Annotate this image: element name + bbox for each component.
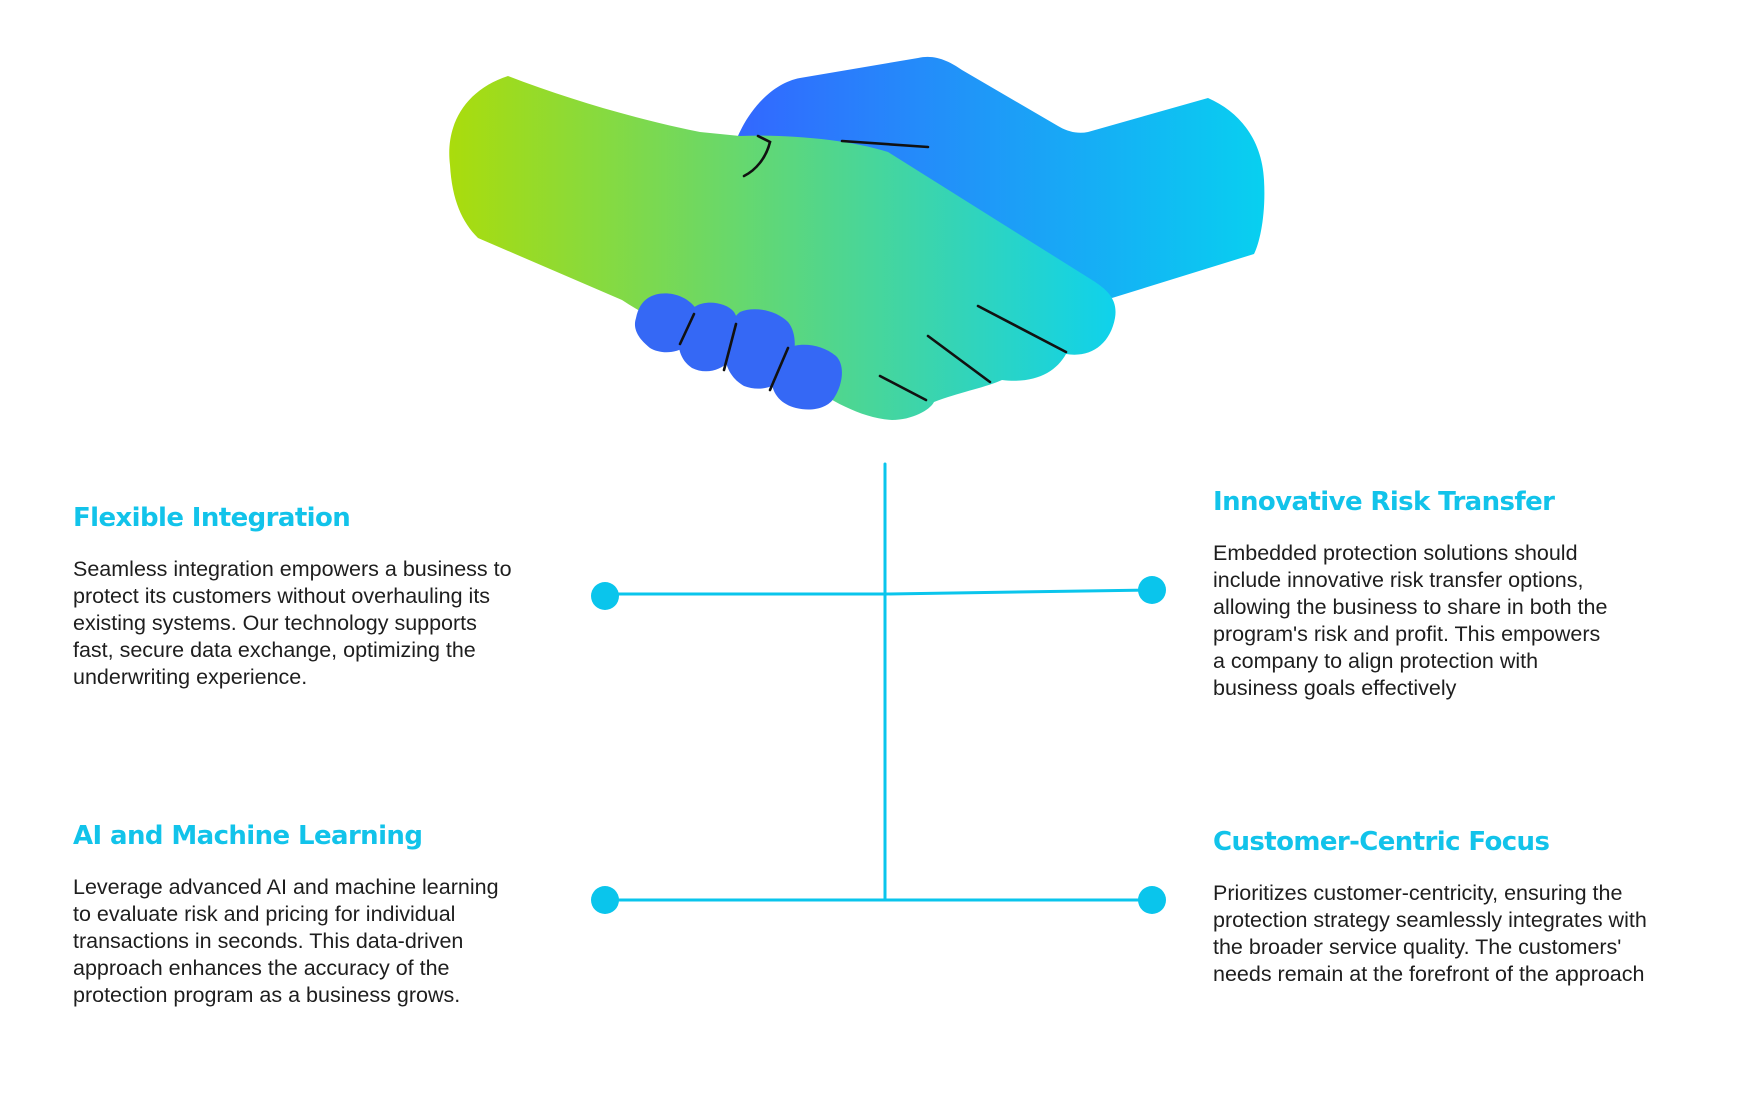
green-hand (449, 76, 1116, 420)
blue-finger-gap-1 (678, 312, 696, 346)
feature-description: Seamless integration empowers a business… (73, 556, 573, 691)
blue-hand (730, 56, 1265, 299)
feature-title: Flexible Integration (73, 503, 351, 533)
description-line: the broader service quality. The custome… (1213, 935, 1622, 959)
handshake-icon (449, 56, 1265, 420)
feature-block-customer-centric-focus: Customer-Centric Focus Prioritizes custo… (1213, 826, 1713, 988)
description-line: Leverage advanced AI and machine learnin… (73, 875, 499, 899)
description-line: needs remain at the forefront of the app… (1213, 962, 1645, 986)
finger-4 (771, 344, 842, 410)
description-line: fast, secure data exchange, optimizing t… (73, 638, 476, 662)
finger-2 (678, 302, 739, 372)
description-line: business goals effectively (1213, 676, 1457, 700)
blue-finger-gap-3 (768, 346, 790, 392)
feature-description: Embedded protection solutions should inc… (1213, 540, 1703, 702)
description-line: allowing the business to share in both t… (1213, 595, 1608, 619)
endpoint-dots (591, 576, 1166, 914)
description-line: a company to align protection with (1213, 649, 1539, 673)
feature-block-flexible-integration: Flexible Integration Seamless integratio… (73, 502, 573, 691)
feature-description: Prioritizes customer-centricity, ensurin… (1213, 880, 1713, 988)
thumb-crease (742, 134, 772, 178)
feature-description: Leverage advanced AI and machine learnin… (73, 874, 573, 1009)
feature-block-innovative-risk-transfer: Innovative Risk Transfer Embedded protec… (1213, 486, 1703, 702)
feature-block-ai-machine-learning: AI and Machine Learning Leverage advance… (73, 820, 573, 1009)
dot-bottom-left (591, 886, 619, 914)
feature-title: Innovative Risk Transfer (1213, 487, 1555, 517)
description-line: approach enhances the accuracy of the (73, 956, 450, 980)
green-finger-crease-3 (878, 374, 928, 402)
hand-outline-strokes (678, 134, 1068, 402)
green-finger-crease-1 (976, 304, 1068, 354)
wrist-line (840, 139, 930, 149)
top-connector-line (603, 588, 1154, 596)
dot-top-left (591, 582, 619, 610)
description-line: Embedded protection solutions should (1213, 541, 1578, 565)
description-line: to evaluate risk and pricing for individ… (73, 902, 456, 926)
blue-finger-gap-2 (722, 322, 738, 372)
description-line: protection strategy seamlessly integrate… (1213, 908, 1647, 932)
feature-title: AI and Machine Learning (73, 821, 423, 851)
feature-title: Customer-Centric Focus (1213, 827, 1550, 857)
description-line: protection program as a business grows. (73, 983, 461, 1007)
description-line: include innovative risk transfer options… (1213, 568, 1584, 592)
dot-top-right (1138, 576, 1166, 604)
description-line: protect its customers without overhaulin… (73, 584, 491, 608)
description-line: Prioritizes customer-centricity, ensurin… (1213, 881, 1623, 905)
description-line: program's risk and profit. This empowers (1213, 622, 1601, 646)
description-line: Seamless integration empowers a business… (73, 557, 512, 581)
description-line: transactions in seconds. This data-drive… (73, 929, 464, 953)
description-line: existing systems. Our technology support… (73, 611, 477, 635)
description-line: underwriting experience. (73, 665, 308, 689)
dot-bottom-right (1138, 886, 1166, 914)
connector-lines (603, 462, 1154, 902)
green-finger-crease-2 (926, 334, 992, 384)
